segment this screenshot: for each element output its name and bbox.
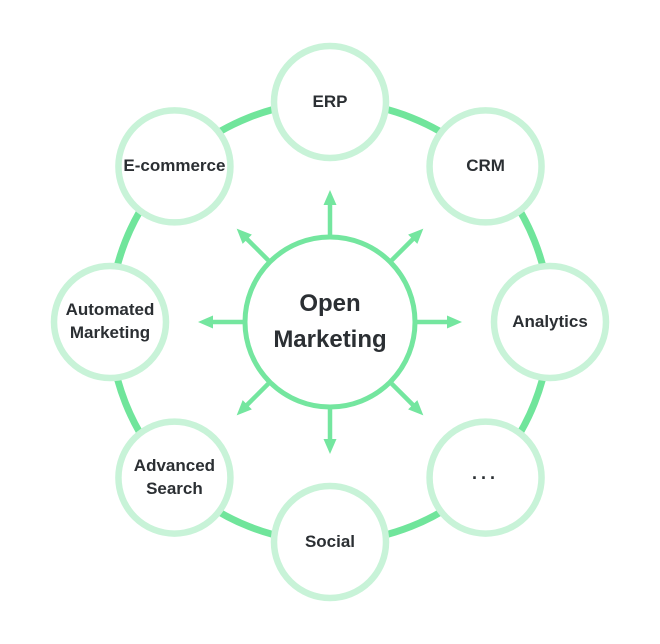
node-circle-automated-marketing xyxy=(50,262,170,382)
node-label-social: Social xyxy=(304,531,356,551)
hub-label: Open Marketing xyxy=(273,290,387,353)
node-label-automated-marketing: Automated Marketing xyxy=(65,300,155,342)
node-circle-ecommerce xyxy=(115,107,234,226)
node-label-crm: CRM xyxy=(466,155,505,175)
hub-arrow-n xyxy=(323,190,337,238)
node-label-analytics: Analytics xyxy=(512,311,588,331)
node-label-advanced-search: Advanced Search xyxy=(133,455,216,498)
hub-arrow-w xyxy=(198,315,246,329)
satellite-nodes-group xyxy=(50,42,610,602)
node-label-ecommerce: E-commerce xyxy=(123,155,226,175)
node-circle-social xyxy=(270,482,390,602)
node-circle-advanced-search xyxy=(115,418,234,537)
hub-arrow-nw xyxy=(236,228,273,265)
node-circle-crm xyxy=(426,107,545,226)
hub-arrow-s xyxy=(323,406,337,454)
node-circle-analytics xyxy=(490,262,610,382)
hub-arrow-sw xyxy=(236,379,273,416)
node-circle-erp xyxy=(270,42,390,162)
hub-arrow-e xyxy=(414,315,462,329)
hub-arrows-group xyxy=(198,190,462,454)
node-label-erp: ERP xyxy=(312,91,348,111)
node-circle-more xyxy=(426,418,545,537)
hub-arrow-se xyxy=(387,379,424,416)
hub-arrow-ne xyxy=(387,228,424,265)
node-label-more: ... xyxy=(472,463,500,484)
